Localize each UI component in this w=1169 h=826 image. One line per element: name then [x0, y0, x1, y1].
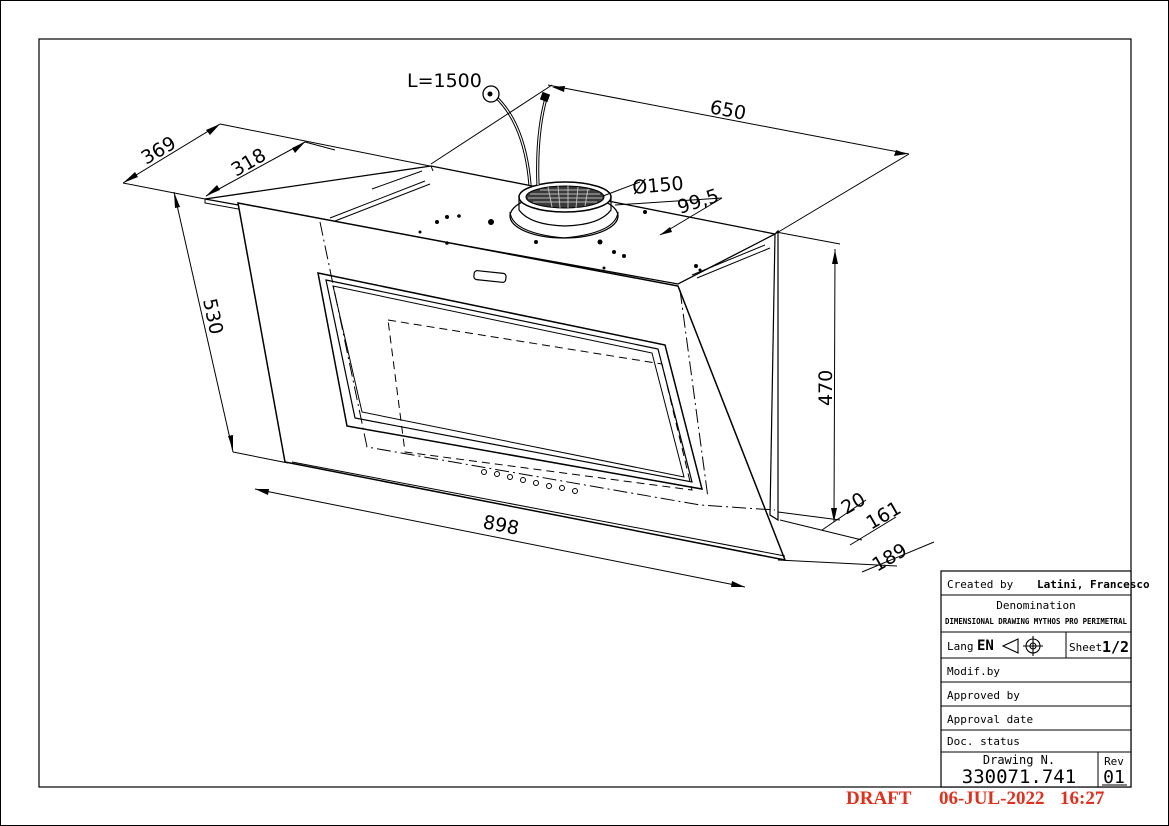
dimension-lines	[122, 84, 935, 588]
rev-value: 01	[1103, 767, 1125, 788]
width-650-label: 650	[708, 96, 748, 125]
projection-symbol-icon	[1001, 636, 1043, 656]
cooker-hood-view	[204, 165, 787, 561]
created-by-value: Latini, Francesco	[1037, 578, 1150, 591]
depth-161-label: 161	[863, 497, 905, 534]
height-530-label: 530	[198, 296, 227, 336]
lang-value: EN	[977, 638, 994, 654]
draft-date: 06-JUL-2022	[938, 788, 1045, 809]
depth-369-label: 369	[138, 132, 180, 169]
drawing-frame	[38, 38, 1132, 788]
lang-label: Lang	[947, 640, 974, 653]
denomination-label: Denomination	[996, 599, 1075, 612]
depth-318-label: 318	[228, 144, 270, 181]
denomination-value: DIMENSIONAL DRAWING MYTHOS PRO PERIMETRA…	[945, 617, 1127, 626]
mounting-holes	[418, 210, 702, 272]
depth-189-label: 189	[869, 539, 911, 576]
sheet-value: 1/2	[1102, 638, 1129, 656]
approval-date-label: Approval date	[947, 713, 1033, 726]
diameter-150-label: Ø150	[632, 173, 685, 199]
sheet-label: Sheet	[1069, 641, 1102, 654]
rev-label: Rev	[1104, 755, 1124, 768]
title-block: Created by Latini, Francesco Denominatio…	[940, 570, 1150, 788]
power-cable-icon	[482, 85, 551, 186]
height-470-label: 470	[815, 370, 837, 406]
duct-grille-icon	[509, 181, 619, 239]
created-by-label: Created by	[947, 578, 1014, 591]
draft-status: DRAFT	[846, 788, 912, 809]
drawing-number-label: Drawing N.	[983, 753, 1055, 767]
control-buttons-icon	[481, 469, 578, 494]
cable-length-label: L=1500	[407, 70, 482, 92]
draft-stamp: DRAFT 06-JUL-2022 16:27	[846, 788, 1146, 816]
doc-status-label: Doc. status	[947, 735, 1020, 748]
dimension-arrows	[123, 86, 907, 587]
drawing-number-value: 330071.741	[962, 766, 1076, 788]
approved-by-label: Approved by	[947, 689, 1020, 702]
draft-time: 16:27	[1060, 788, 1105, 809]
modif-by-label: Modif.by	[947, 665, 1000, 678]
